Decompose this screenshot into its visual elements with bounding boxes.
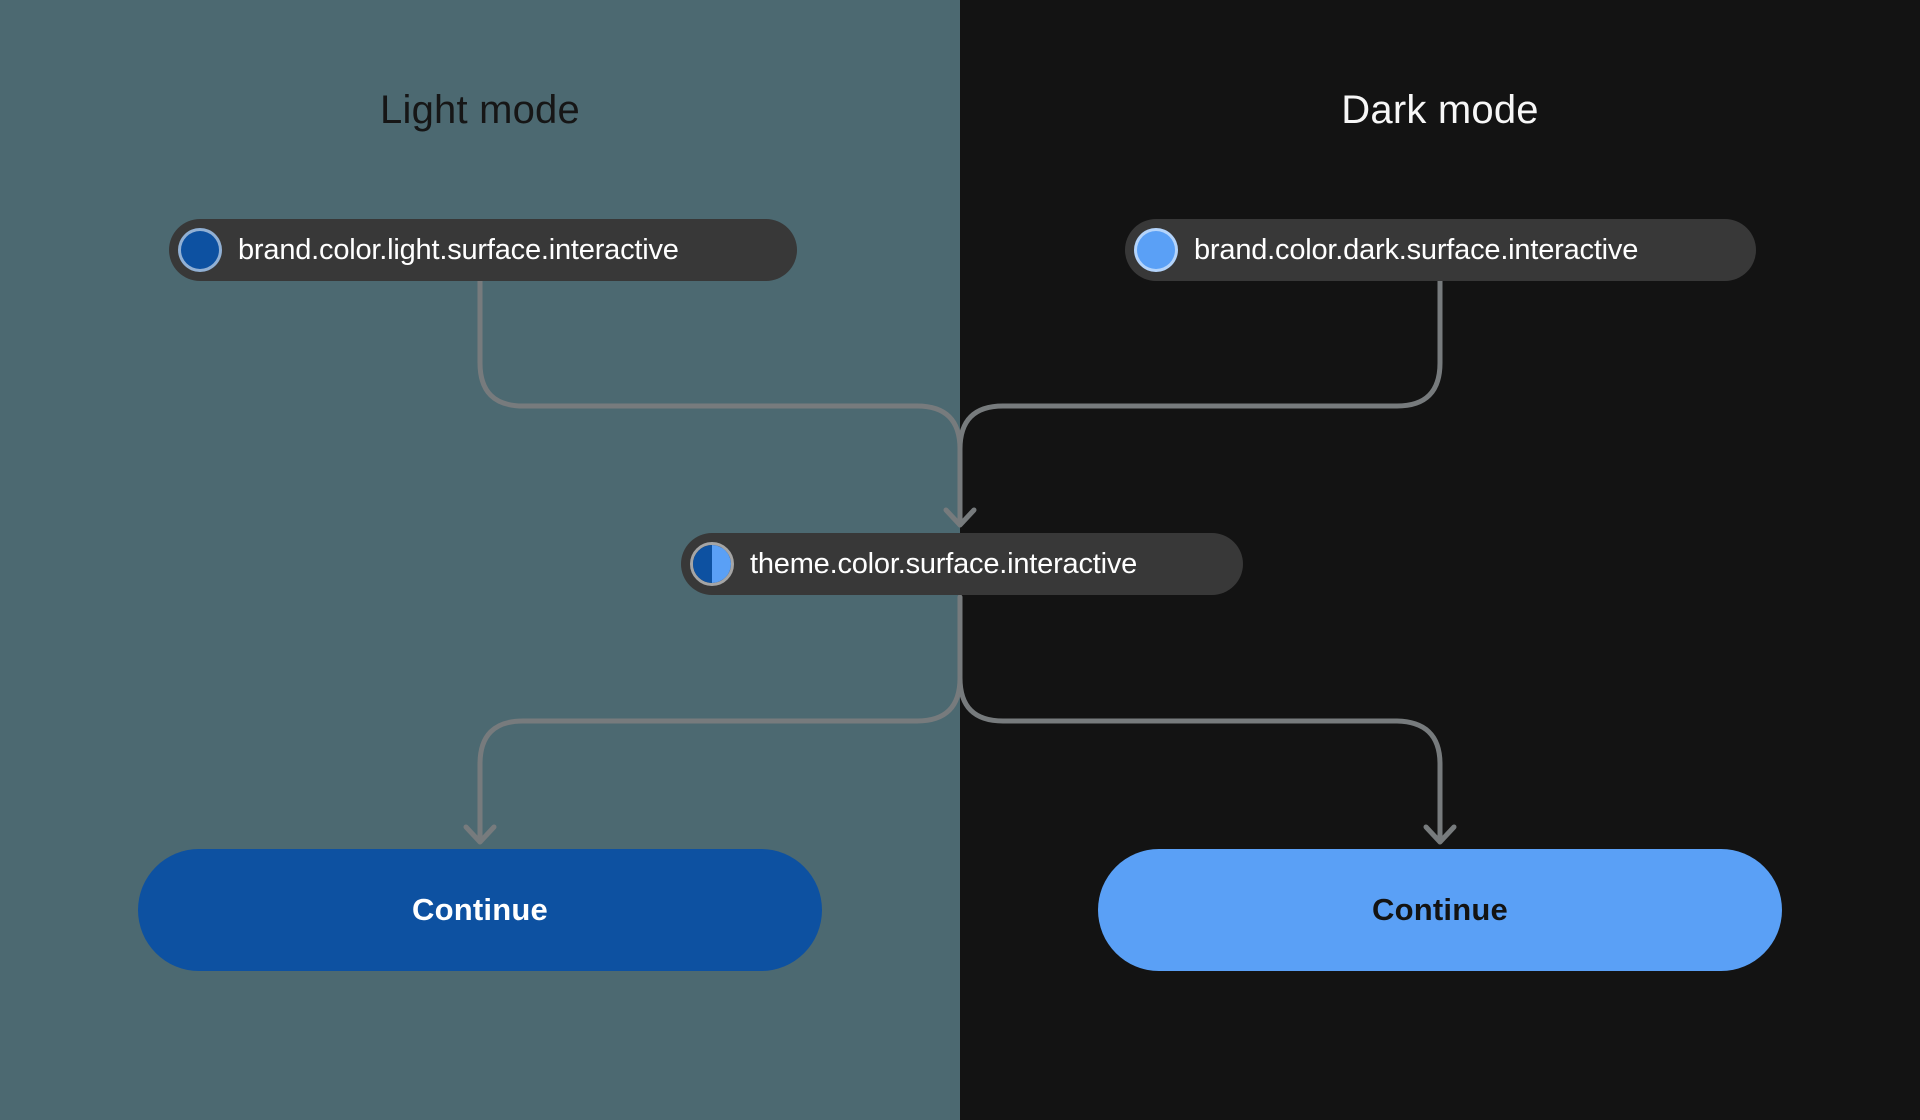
continue-button-light[interactable]: Continue (138, 849, 822, 971)
color-swatch-icon (178, 228, 222, 272)
swatch-right-half (712, 545, 731, 583)
token-pill-theme-alias: theme.color.surface.interactive (681, 533, 1243, 595)
token-pill-brand-dark: brand.color.dark.surface.interactive (1125, 219, 1756, 281)
light-mode-title: Light mode (380, 88, 580, 132)
swatch-left-half (693, 545, 712, 583)
token-label: brand.color.dark.surface.interactive (1194, 233, 1639, 266)
token-label: brand.color.light.surface.interactive (238, 233, 679, 266)
token-label: theme.color.surface.interactive (750, 547, 1138, 580)
color-swatch-icon (1134, 228, 1178, 272)
continue-button-dark[interactable]: Continue (1098, 849, 1782, 971)
dark-mode-title: Dark mode (1341, 88, 1539, 132)
split-color-swatch-icon (690, 542, 734, 586)
token-pill-brand-light: brand.color.light.surface.interactive (169, 219, 797, 281)
